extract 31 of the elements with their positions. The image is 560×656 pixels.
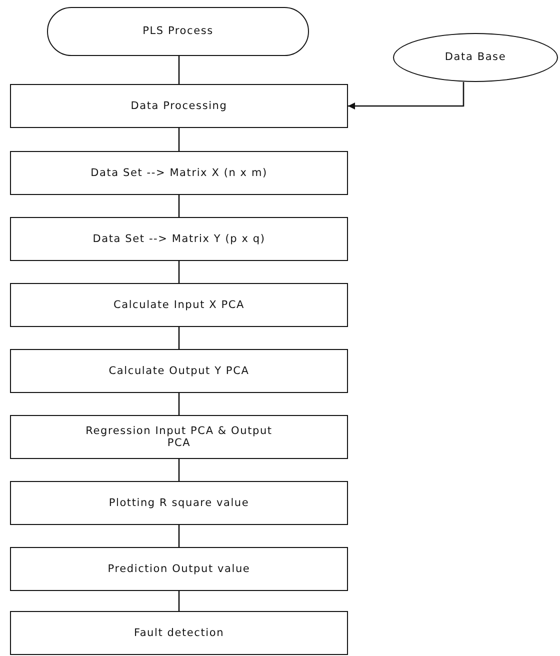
node-label: Plotting R square value — [108, 496, 250, 510]
connector — [178, 327, 180, 349]
process-box — [10, 349, 348, 393]
node-label: Data Set --> Matrix Y (p x q) — [92, 232, 266, 246]
node-label: Prediction Output value — [108, 562, 250, 576]
node-label: PLS Process — [142, 25, 214, 38]
connector — [178, 393, 180, 415]
terminal-shape — [47, 7, 309, 56]
connector — [178, 525, 180, 547]
connector — [178, 128, 180, 151]
process-box — [10, 611, 348, 655]
connector — [178, 56, 180, 84]
node-label: Calculate Input X PCA — [113, 298, 245, 312]
node-label: Fault detection — [134, 626, 224, 640]
process-box — [10, 481, 348, 525]
node-label: Data Processing — [130, 100, 228, 112]
node-label: Calculate Output Y PCA — [108, 364, 250, 378]
connector — [178, 591, 180, 611]
connector — [178, 195, 180, 217]
process-box — [10, 84, 348, 128]
connector — [178, 261, 180, 283]
process-box — [10, 415, 348, 459]
node-label: Data Set --> Matrix X (n x m) — [90, 166, 268, 180]
connector — [348, 82, 464, 110]
node-label: Regression Input PCA & Output PCA — [84, 424, 274, 450]
process-box — [10, 217, 348, 261]
process-box — [10, 151, 348, 195]
process-box — [10, 283, 348, 327]
connector — [178, 459, 180, 481]
node-label: Data Base — [444, 51, 506, 64]
process-box — [10, 547, 348, 591]
